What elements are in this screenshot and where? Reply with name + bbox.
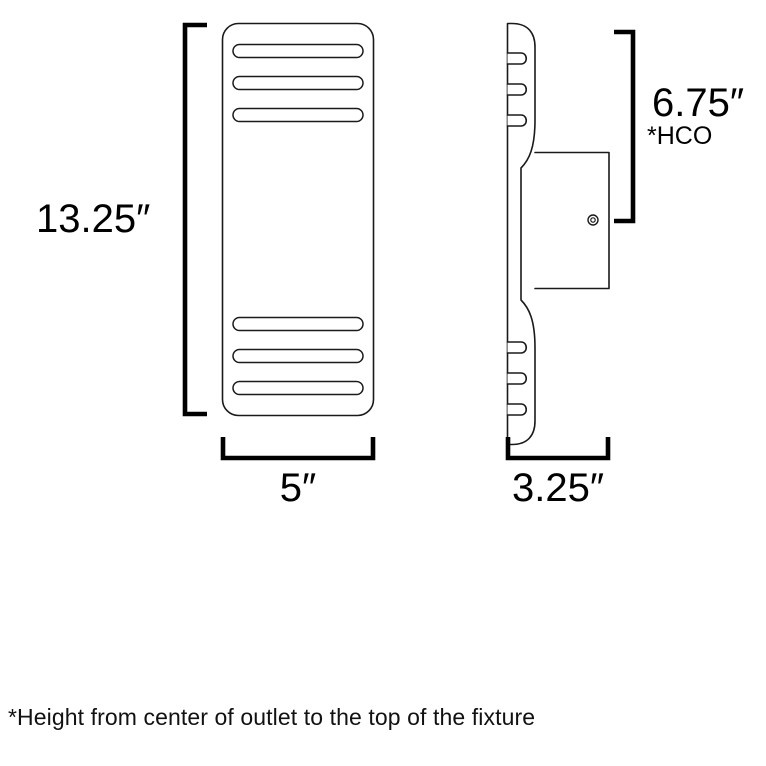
slot-bottom-2 [232,348,364,364]
front-view-top-slots [232,43,364,123]
depth-dimension [505,437,611,461]
front-view [221,22,375,417]
slot-top-3 [232,107,364,123]
fin-top-1 [506,52,528,65]
screw-detail [587,214,599,226]
side-view-housing [534,151,610,290]
fin-top-3 [506,114,528,127]
slot-top-2 [232,75,364,91]
slot-top-1 [232,43,364,59]
slot-bottom-3 [232,380,364,396]
fin-bottom-1 [506,341,528,354]
side-view-profile [506,22,536,446]
side-view-bottom-fins [506,341,528,416]
footnote-text: *Height from center of outlet to the top… [8,704,536,730]
side-view [506,22,610,446]
height-dimension [182,22,207,417]
width-dimension-bracket [220,437,376,461]
width-dimension [220,437,376,461]
fin-bottom-3 [506,403,528,416]
depth-dimension-label: 3.25″ [512,466,604,510]
hco-dimension [614,29,636,224]
height-dimension-bracket [182,22,207,417]
slot-bottom-1 [232,316,364,332]
fin-bottom-2 [506,372,528,385]
hco-note-label: *HCO [647,122,712,150]
hco-dimension-label: 6.75″ [652,81,744,125]
front-view-bottom-slots [232,316,364,396]
depth-dimension-bracket [505,437,611,461]
screw-inner-ring [590,217,596,223]
hco-dimension-bracket [614,29,636,224]
fin-top-2 [506,83,528,96]
side-view-top-fins [506,52,528,127]
height-dimension-label: 13.25″ [36,197,150,241]
width-dimension-label: 5″ [280,466,316,510]
